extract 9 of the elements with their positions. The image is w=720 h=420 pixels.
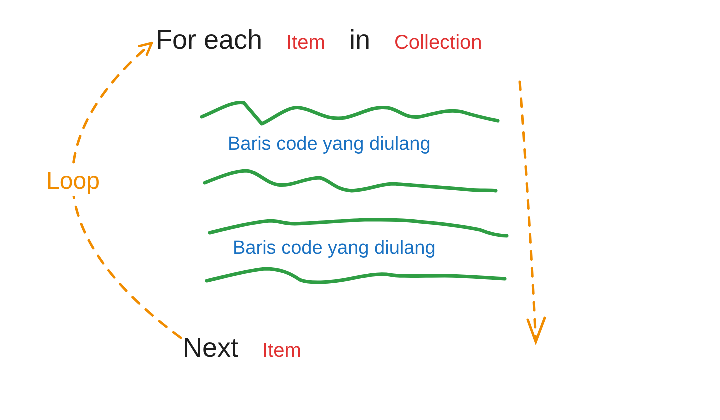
code-keyword: in — [349, 24, 370, 56]
code-placeholder-text: Baris code yang diulang — [233, 238, 436, 260]
code-keyword: For each — [156, 24, 263, 56]
code-placeholder-text: Baris code yang diulang — [228, 134, 431, 156]
loop-arrow — [72, 42, 182, 340]
code-keyword: Next — [183, 332, 239, 364]
variable-name: Collection — [394, 31, 482, 55]
variable-name: Item — [286, 31, 326, 55]
variable-name: Item — [262, 339, 302, 363]
